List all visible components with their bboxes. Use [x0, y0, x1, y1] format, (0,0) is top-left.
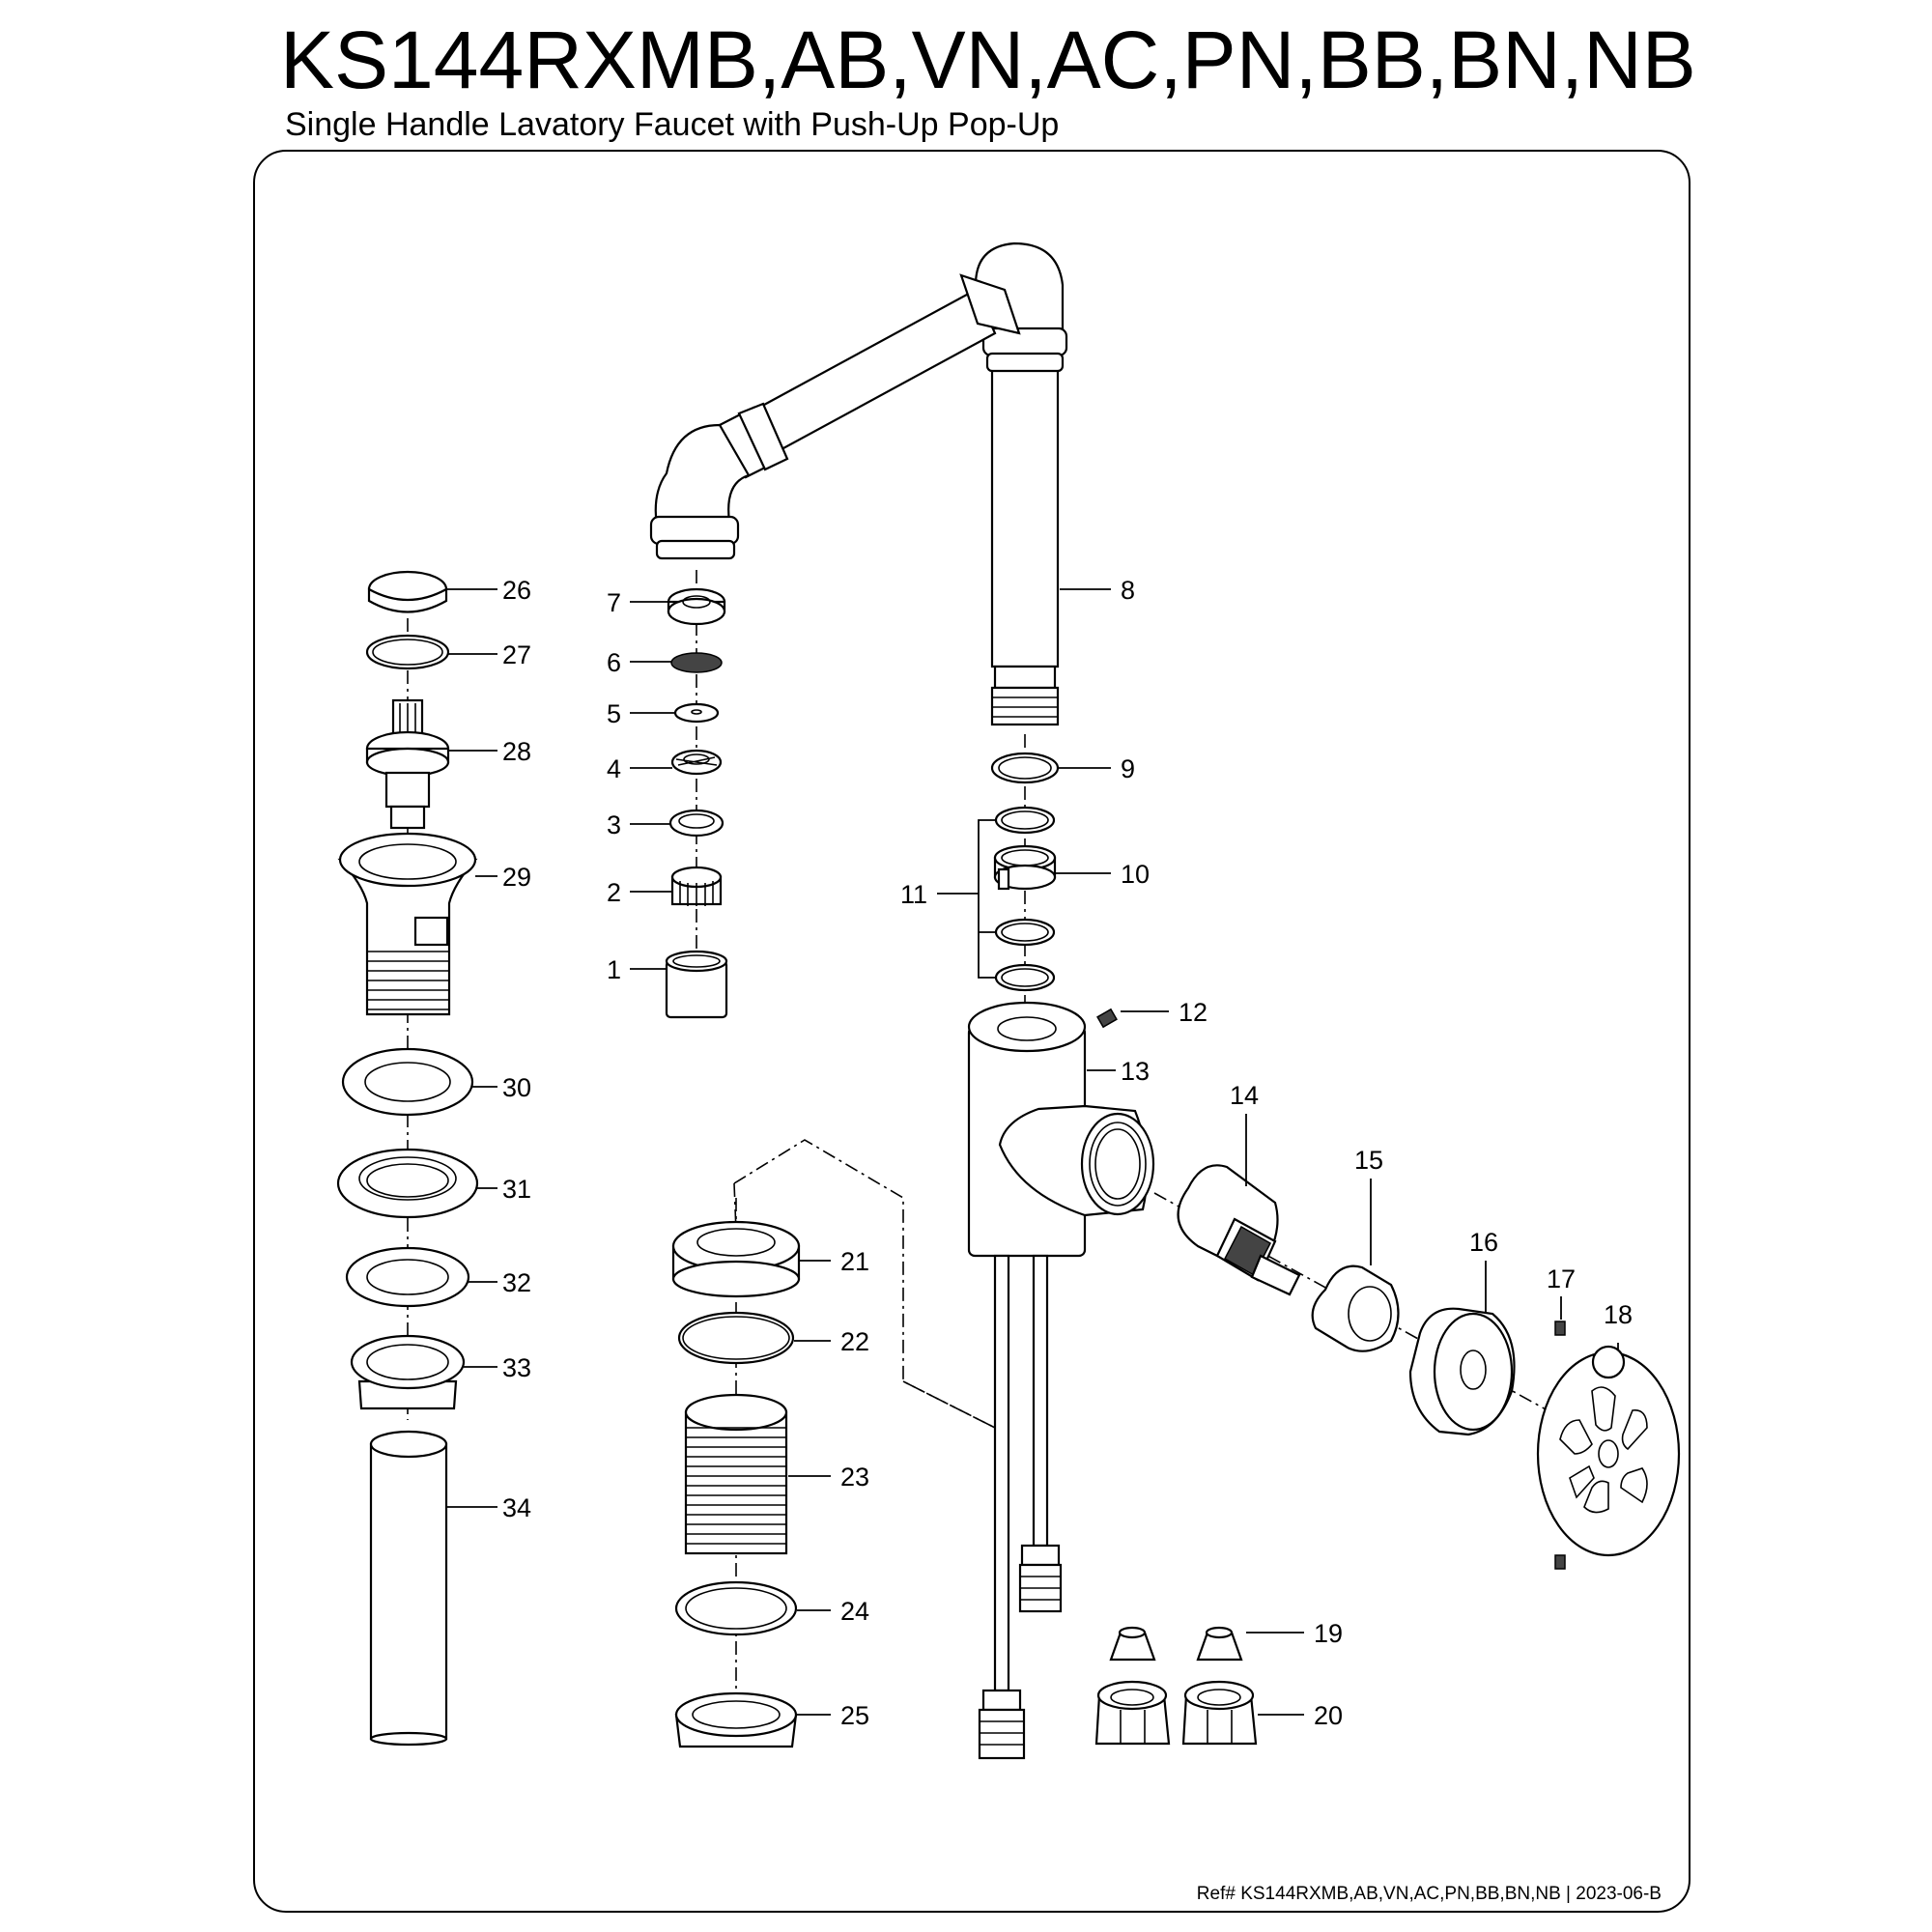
- diagram-frame: [253, 150, 1690, 1913]
- reference-footer: Ref# KS144RXMB,AB,VN,AC,PN,BB,BN,NB | 20…: [1196, 1884, 1662, 1904]
- callout-24: 24: [840, 1597, 869, 1626]
- spout-assembly: [649, 242, 1068, 726]
- callout-12: 12: [1179, 998, 1208, 1027]
- page-subtitle: Single Handle Lavatory Faucet with Push-…: [285, 106, 1060, 143]
- leader-lines: [446, 588, 1619, 1716]
- callout-labels: 1 2 3 4 5 6 7 8 9 10 11 12 13 14 15 16 1…: [502, 576, 1633, 1730]
- handle-assembly: [1153, 1164, 1681, 1570]
- riser-rings: [990, 734, 1060, 1005]
- callout-33: 33: [502, 1353, 531, 1382]
- page-title: KS144RXMB,AB,VN,AC,PN,BB,BN,NB: [280, 14, 1696, 105]
- callout-27: 27: [502, 640, 531, 669]
- callout-1: 1: [607, 955, 621, 984]
- callout-20: 20: [1314, 1701, 1343, 1730]
- callout-8: 8: [1121, 576, 1135, 605]
- faucet-body: [967, 1001, 1155, 1760]
- drain-assembly: [336, 570, 479, 1747]
- callout-13: 13: [1121, 1057, 1150, 1086]
- callout-19: 19: [1314, 1619, 1343, 1648]
- callout-5: 5: [607, 699, 621, 728]
- thread-lines: [686, 1427, 786, 1545]
- callout-6: 6: [607, 648, 621, 677]
- callout-26: 26: [502, 576, 531, 605]
- mounting-shank: [671, 1139, 996, 1748]
- callout-16: 16: [1469, 1228, 1498, 1257]
- callout-21: 21: [840, 1247, 869, 1276]
- callout-32: 32: [502, 1268, 531, 1297]
- callout-22: 22: [840, 1327, 869, 1356]
- aerator-stack: [665, 570, 728, 1019]
- callout-23: 23: [840, 1463, 869, 1492]
- callout-17: 17: [1547, 1264, 1576, 1293]
- callout-31: 31: [502, 1175, 531, 1204]
- supply-couplings: [1094, 1626, 1258, 1746]
- drain-thread-lines: [367, 951, 449, 1010]
- callout-3: 3: [607, 810, 621, 839]
- callout-2: 2: [607, 878, 621, 907]
- callout-34: 34: [502, 1493, 531, 1522]
- callout-4: 4: [607, 754, 621, 783]
- callout-9: 9: [1121, 754, 1135, 783]
- callout-28: 28: [502, 737, 531, 766]
- callout-7: 7: [607, 588, 621, 617]
- callout-15: 15: [1354, 1146, 1383, 1175]
- callout-14: 14: [1230, 1081, 1259, 1110]
- callout-18: 18: [1604, 1300, 1633, 1329]
- callout-29: 29: [502, 863, 531, 892]
- callout-11: 11: [900, 880, 927, 909]
- callout-10: 10: [1121, 860, 1150, 889]
- callout-25: 25: [840, 1701, 869, 1730]
- callout-30: 30: [502, 1073, 531, 1102]
